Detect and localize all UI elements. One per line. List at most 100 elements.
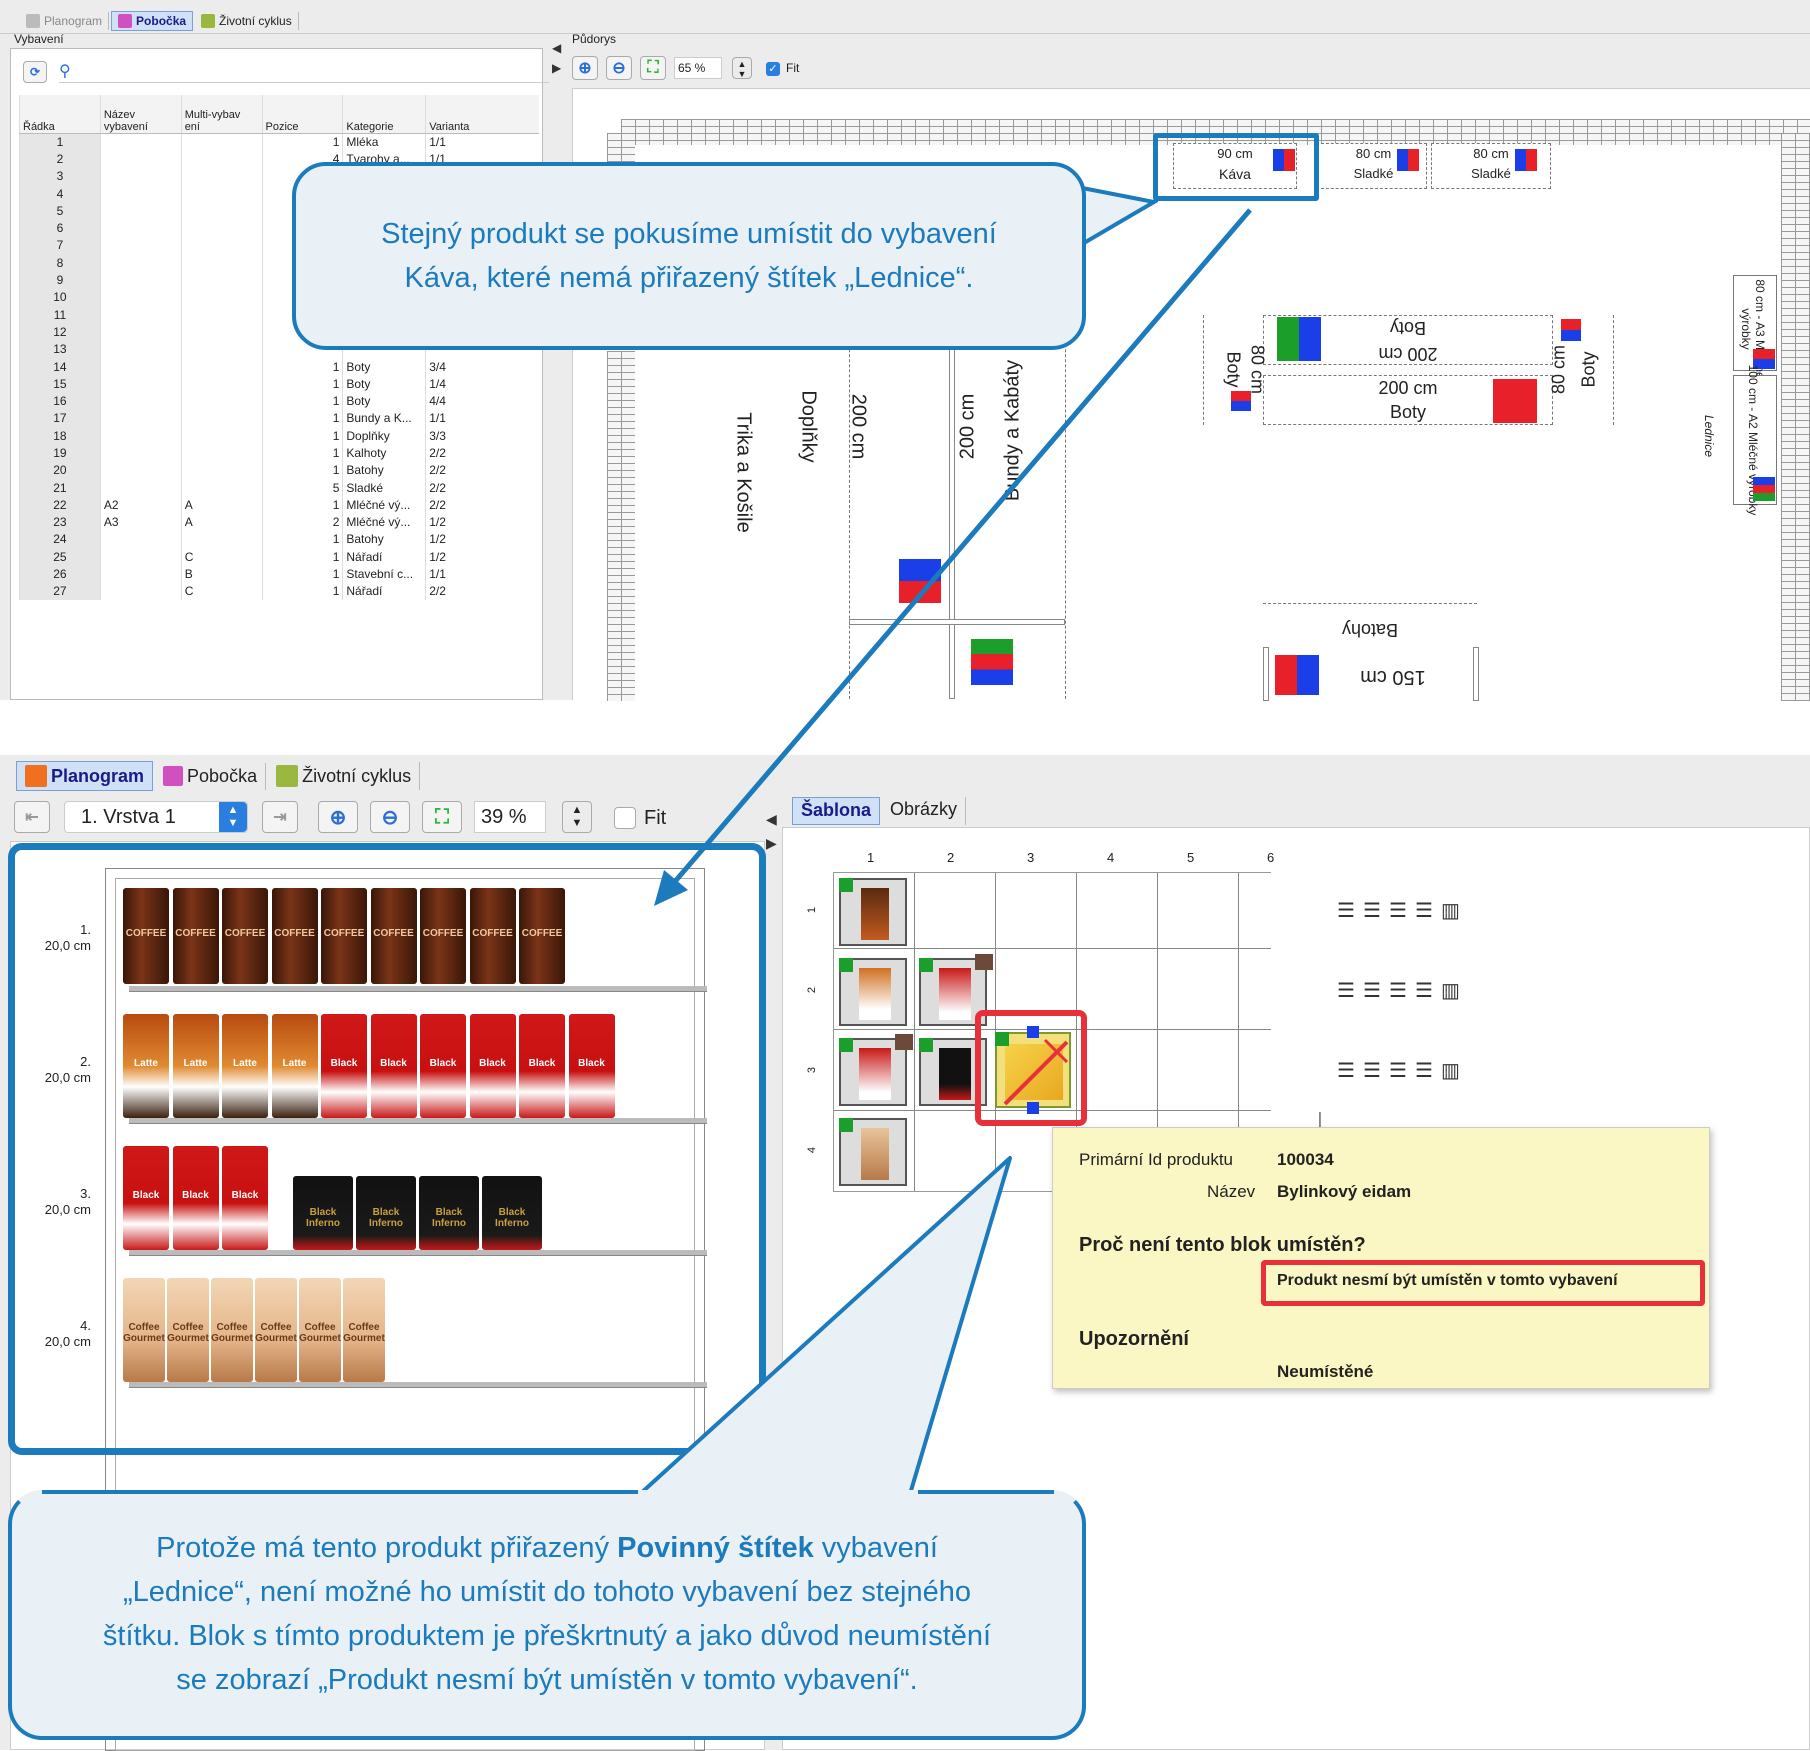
block-3-1[interactable] [839, 1034, 913, 1106]
prev-layer-button[interactable]: ⇤ [14, 801, 50, 833]
align-center-icon[interactable]: ☰ [1363, 980, 1381, 1002]
fit-checkbox[interactable]: ✓ [766, 62, 780, 76]
col-pozice[interactable]: Pozice [261, 95, 343, 134]
col-kategorie[interactable]: Kategorie [342, 95, 426, 134]
product-black-coffee[interactable]: Black [123, 1146, 169, 1250]
col-nazev[interactable]: Název vybavení [99, 95, 182, 134]
product-coffee-gourmet[interactable]: Coffee Gourmet [167, 1278, 209, 1382]
refresh-button[interactable]: ⟳ [23, 61, 47, 83]
align-justify-icon[interactable]: ☰ [1415, 1060, 1433, 1082]
product-black-coffee[interactable]: Black [222, 1146, 268, 1250]
product-coffee-bag[interactable]: COFFEE [321, 888, 367, 984]
fit-checkbox[interactable] [614, 807, 636, 829]
tab-pobocka[interactable]: Pobočka [155, 762, 267, 790]
product-black-inferno[interactable]: Black Inferno [482, 1176, 542, 1250]
fit-all-button[interactable]: ⛶ [640, 56, 666, 80]
block-2-1[interactable] [839, 958, 907, 1026]
product-coffee-bag[interactable]: COFFEE [222, 888, 268, 984]
product-black-inferno[interactable]: Black Inferno [293, 1176, 353, 1250]
product-latte[interactable]: Latte [222, 1014, 268, 1118]
product-coffee-bag[interactable]: COFFEE [271, 888, 318, 984]
align-left-icon[interactable]: ☰ [1337, 1060, 1355, 1082]
panel-arrows[interactable]: ◀▶ [766, 811, 777, 851]
product-coffee-bag[interactable]: COFFEE [420, 888, 466, 984]
align-right-icon[interactable]: ☰ [1389, 980, 1407, 1002]
zoom-field[interactable]: 65 % [674, 57, 722, 79]
product-coffee-bag[interactable]: COFFEE [123, 888, 169, 984]
tab-planogram[interactable]: Planogram [20, 12, 110, 30]
align-justify-icon[interactable]: ☰ [1415, 900, 1433, 922]
zoom-in-button[interactable]: ⊕ [572, 56, 598, 80]
block-2-2[interactable] [919, 954, 993, 1026]
tab-zivotni-cyklus[interactable]: Životní cyklus [195, 12, 299, 30]
product-black-coffee[interactable]: Black [172, 1146, 219, 1250]
align-justify-icon[interactable]: ☰ [1415, 980, 1433, 1002]
zoom-field[interactable]: 39 % [474, 801, 546, 833]
product-coffee-gourmet[interactable]: Coffee Gourmet [343, 1278, 385, 1382]
zoom-in-button[interactable]: ⊕ [318, 801, 358, 833]
fixture-doplnky-frame[interactable] [849, 309, 937, 699]
tab-obrazky[interactable]: Obrázky [882, 797, 967, 825]
distribute-icon[interactable]: ▥ [1441, 1060, 1460, 1082]
col-varianta[interactable]: Varianta [425, 95, 539, 134]
product-black-coffee[interactable]: Black [568, 1014, 615, 1118]
product-coffee-bag[interactable]: COFFEE [469, 888, 516, 984]
align-right-icon[interactable]: ☰ [1389, 1060, 1407, 1082]
layer-select[interactable]: 1. Vrstva 1 ▲▼ [64, 801, 248, 833]
unplaced-top-handle[interactable] [1027, 1026, 1039, 1038]
tab-sablona[interactable]: Šablona [792, 797, 881, 825]
product-black-coffee[interactable]: Black [469, 1014, 516, 1118]
align-center-icon[interactable]: ☰ [1363, 900, 1381, 922]
tab-zivotni-cyklus[interactable]: Životní cyklus [268, 762, 421, 790]
product-coffee-gourmet[interactable]: Coffee Gourmet [255, 1278, 297, 1382]
product-coffee-bag[interactable]: COFFEE [172, 888, 219, 984]
fixture-batohy-frame[interactable] [1263, 603, 1477, 701]
zoom-stepper[interactable]: ▲▼ [562, 801, 592, 833]
product-latte[interactable]: Latte [271, 1014, 318, 1118]
unplaced-block[interactable] [995, 1026, 1071, 1114]
search-field[interactable]: ⚲ [59, 61, 549, 83]
block-1-1[interactable] [839, 878, 907, 946]
product-black-coffee[interactable]: Black [321, 1014, 367, 1118]
zoom-out-button[interactable]: ⊖ [370, 801, 410, 833]
align-right-icon[interactable]: ☰ [1389, 900, 1407, 922]
product-latte[interactable]: Latte [123, 1014, 169, 1118]
product-coffee-gourmet[interactable]: Coffee Gourmet [211, 1278, 253, 1382]
align-left-icon[interactable]: ☰ [1337, 980, 1355, 1002]
product-black-inferno[interactable]: Black Inferno [356, 1176, 416, 1250]
product-coffee-bag[interactable]: COFFEE [370, 888, 417, 984]
block-4-1[interactable] [839, 1118, 907, 1186]
product-coffee-gourmet[interactable]: Coffee Gourmet [299, 1278, 341, 1382]
product-black-coffee[interactable]: Black [370, 1014, 417, 1118]
product-black-coffee[interactable]: Black [420, 1014, 466, 1118]
tab-planogram[interactable]: Planogram [16, 761, 154, 791]
unplaced-bottom-handle[interactable] [1027, 1102, 1039, 1114]
fit-all-button[interactable]: ⛶ [422, 801, 462, 833]
col-radka[interactable]: Řádka [19, 95, 101, 134]
product-coffee-gourmet[interactable]: Coffee Gourmet [123, 1278, 165, 1382]
tab-pobocka[interactable]: Pobočka [111, 11, 194, 31]
collapse-arrows[interactable]: ◀▶ [552, 41, 562, 75]
align-center-icon[interactable]: ☰ [1363, 1060, 1381, 1082]
distribute-icon[interactable]: ▥ [1441, 900, 1460, 922]
product-coffee-bag[interactable]: COFFEE [519, 888, 565, 984]
zoom-out-button[interactable]: ⊖ [606, 56, 632, 80]
next-layer-button[interactable]: ⇥ [262, 801, 298, 833]
col-multi[interactable]: Multi-vybav ení [180, 95, 263, 134]
product-black-coffee[interactable]: Black [519, 1014, 565, 1118]
